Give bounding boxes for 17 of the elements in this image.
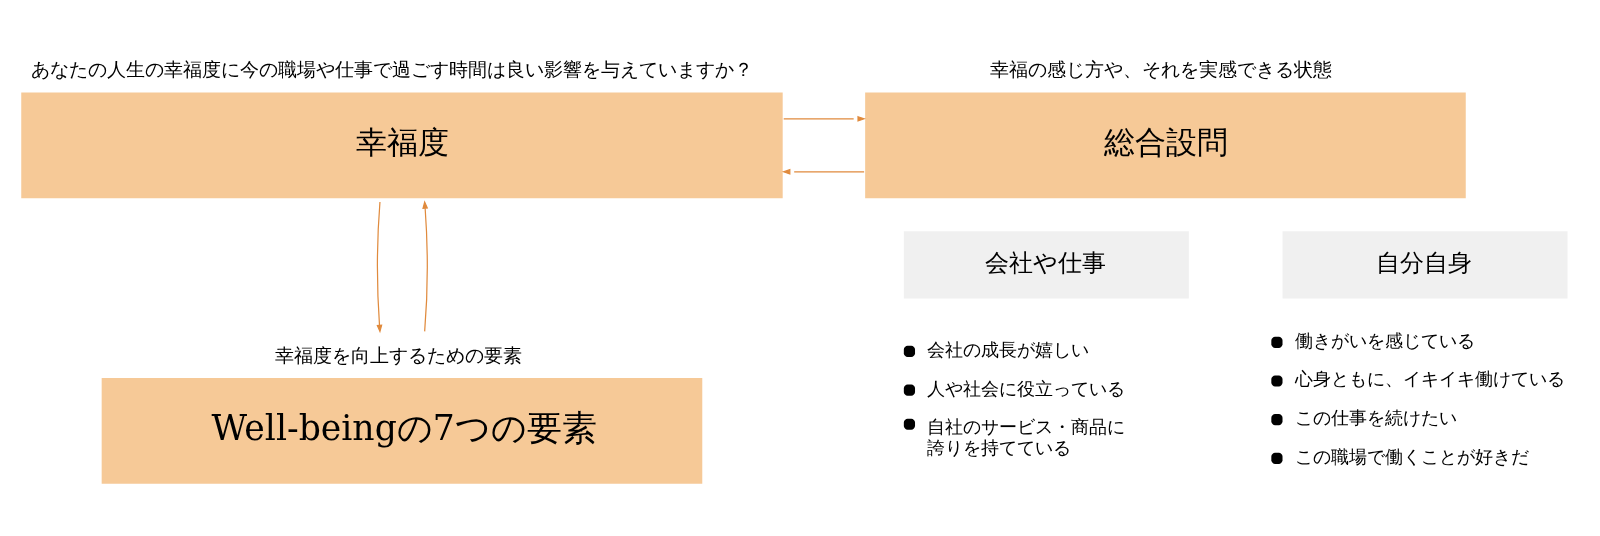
node-label: この職場で働くことが好きだ bbox=[1294, 445, 1529, 467]
node-label: 自社のサービス・商品に誇りを持てている bbox=[927, 415, 1126, 458]
arrow bbox=[376, 200, 383, 333]
node-box: Well-beingの7つの要素 bbox=[101, 377, 703, 484]
node-label: 幸福度を向上するための要素 bbox=[275, 343, 523, 367]
node-label: 人や社会に役立っている bbox=[927, 377, 1126, 399]
arrow bbox=[781, 168, 865, 175]
node-label: この仕事を続けたい bbox=[1294, 406, 1457, 428]
node-box: 幸福度 bbox=[21, 91, 783, 198]
arrow bbox=[422, 199, 429, 332]
node-label: 幸福の感じ方や、それを実感できる状態 bbox=[989, 57, 1332, 81]
node-box: 総合設問 bbox=[865, 91, 1466, 198]
arrow bbox=[783, 115, 866, 122]
node-label: 働きがいを感じている bbox=[1294, 329, 1475, 351]
node-label: あなたの人生の幸福度に今の職場や仕事で過ごす時間は良い影響を与えていますか？ bbox=[31, 57, 754, 81]
node-label: 会社の成長が嬉しい bbox=[927, 338, 1090, 360]
node-label: 心身ともに、イキイキ働けている bbox=[1294, 367, 1565, 389]
